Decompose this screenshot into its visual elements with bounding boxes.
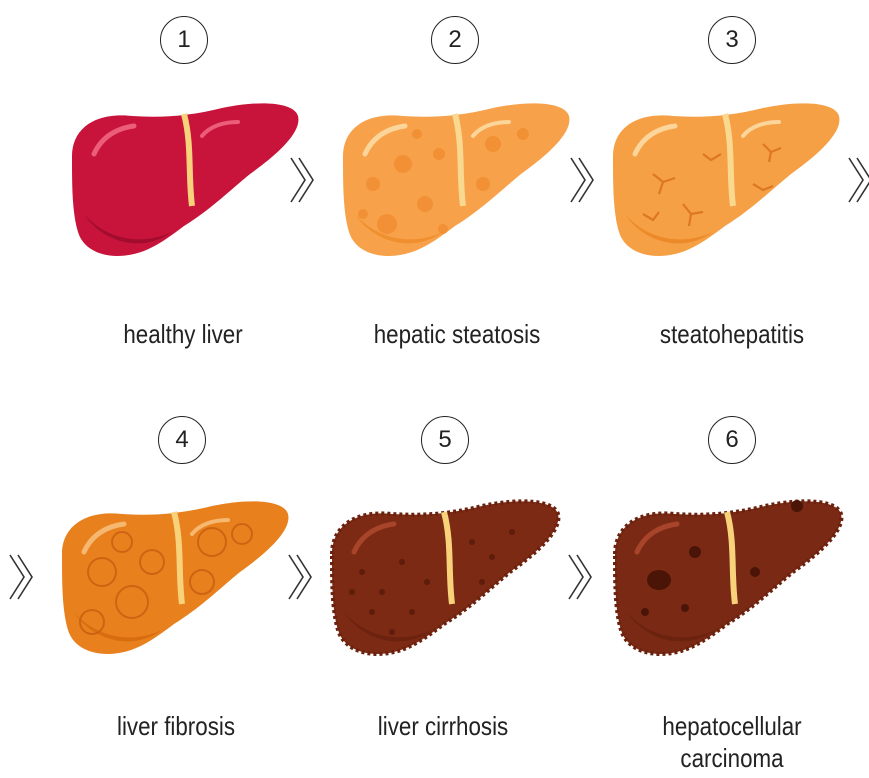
chevron-right-icon — [849, 158, 869, 202]
chevron-right-icon — [289, 555, 311, 599]
stage-label-4: liver fibrosis — [64, 710, 288, 742]
liver-icon-fibrosis — [62, 501, 288, 654]
liver-icon-steatosis — [343, 103, 569, 256]
stage-label-1: healthy liver — [71, 318, 295, 350]
stage-label-3: steatohepatitis — [620, 318, 844, 350]
liver-icon-carcinoma — [615, 500, 841, 654]
liver-icon-healthy — [72, 103, 298, 256]
liver-icon-steatohepatitis — [613, 103, 839, 256]
chevron-right-icon — [571, 158, 593, 202]
chevron-right-icon — [10, 555, 32, 599]
stage-label-2: hepatic steatosis — [345, 318, 569, 350]
stage-label-5: liver cirrhosis — [331, 710, 555, 742]
liver-icon-cirrhosis — [332, 501, 558, 654]
stage-label-6: hepatocellular carcinoma — [650, 710, 813, 774]
chevron-right-icon — [291, 158, 313, 202]
chevron-right-icon — [569, 555, 591, 599]
